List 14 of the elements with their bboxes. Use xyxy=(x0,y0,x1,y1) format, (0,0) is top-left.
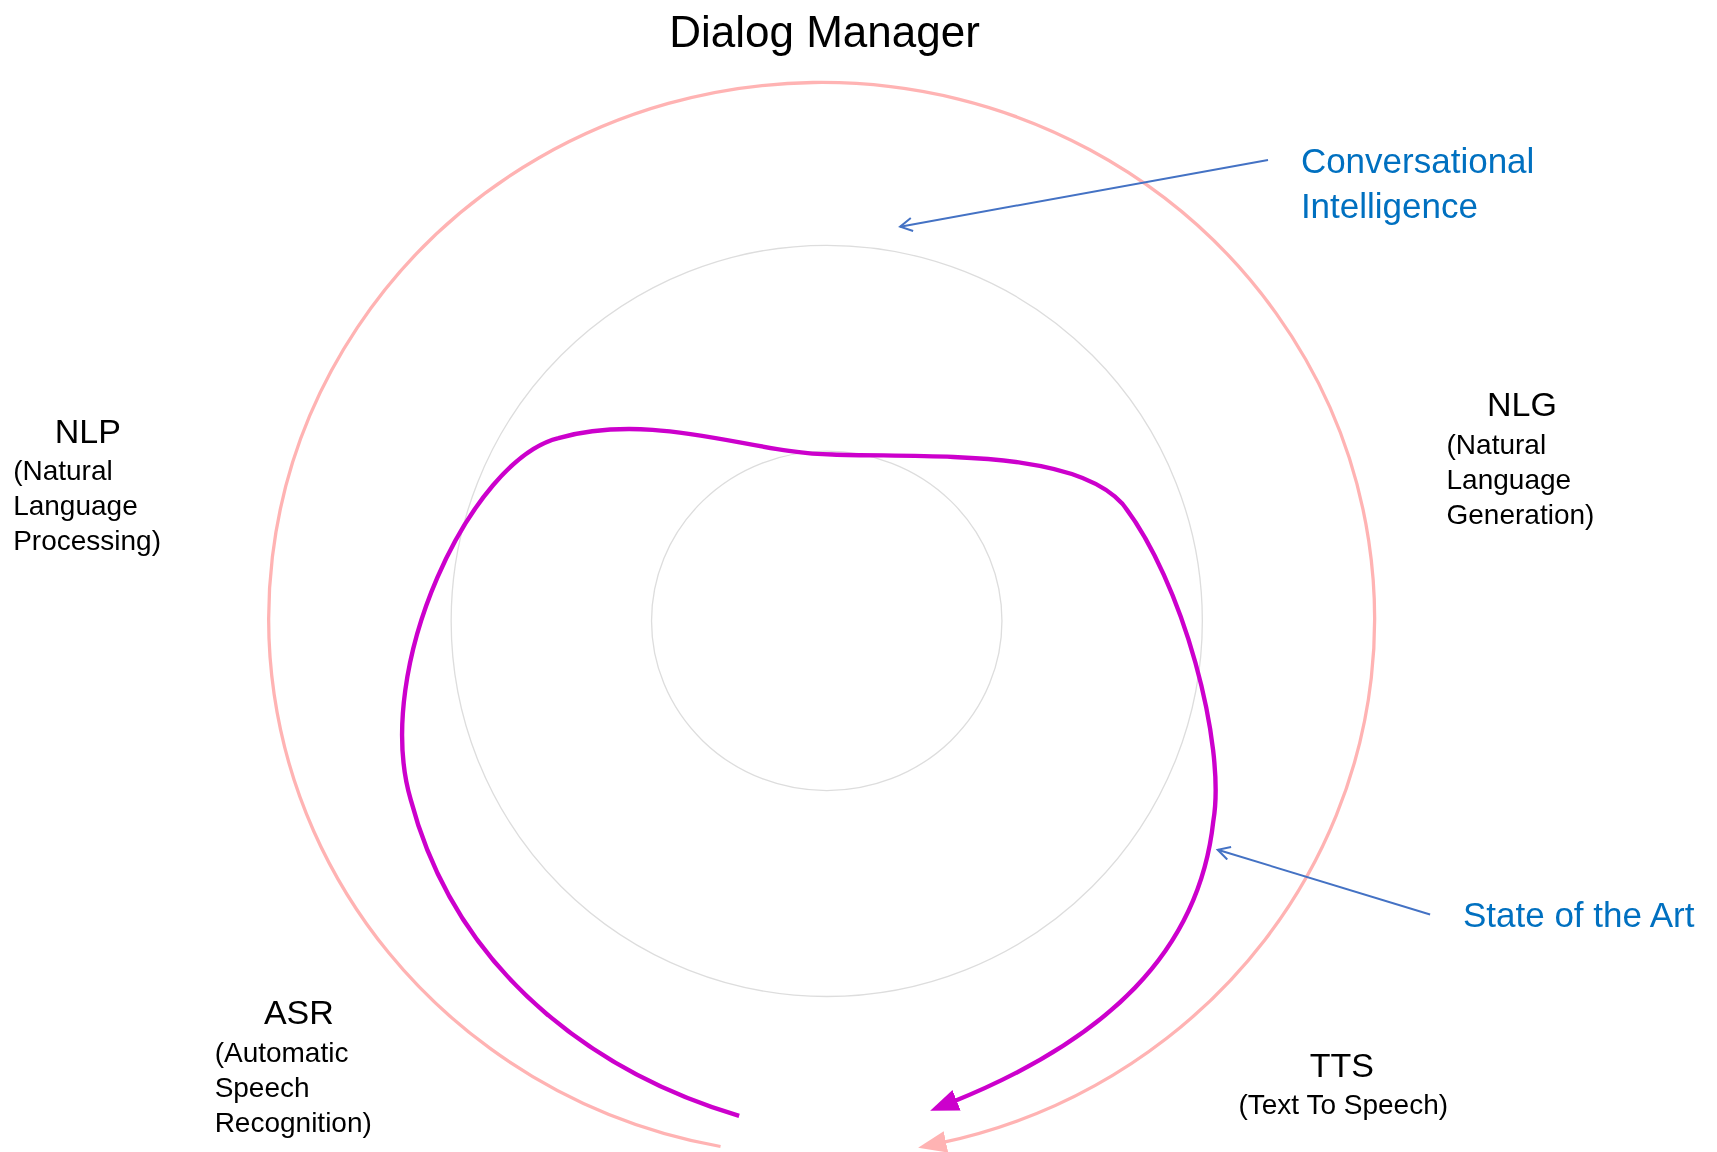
component-heading: NLP xyxy=(54,410,121,452)
component-description: (Automatic Speech Recognition) xyxy=(214,1035,372,1140)
leader-line xyxy=(899,159,1269,232)
callout-text: State of the Art xyxy=(1462,892,1695,938)
component-description: (Natural Language Processing) xyxy=(13,454,161,559)
diagram-title: Dialog Manager xyxy=(669,6,980,59)
leader-line xyxy=(1216,846,1432,916)
component-heading: TTS xyxy=(1309,1044,1374,1086)
component-heading: ASR xyxy=(263,992,334,1033)
flow-arrow xyxy=(400,427,1218,1118)
component-description: (Text To Speech) xyxy=(1238,1088,1449,1123)
component-heading: NLG xyxy=(1487,384,1557,426)
component-description: (Natural Language Generation) xyxy=(1446,428,1595,533)
callout-text: Conversational Intelligence xyxy=(1300,137,1535,229)
